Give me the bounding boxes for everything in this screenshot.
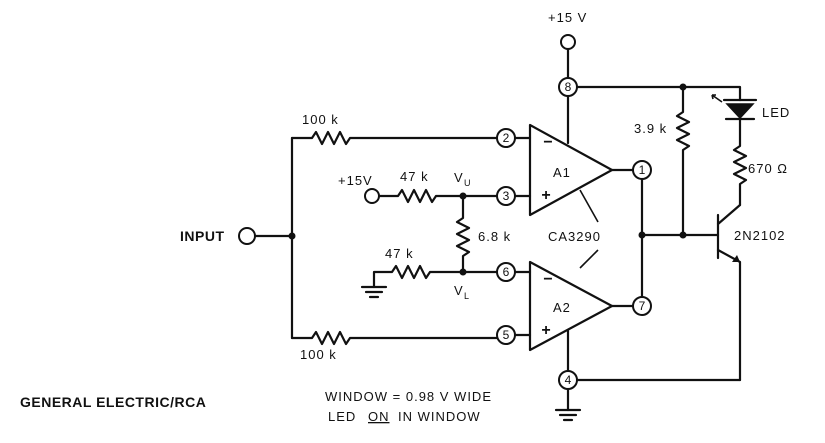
a2-plus-sign: + bbox=[541, 322, 550, 339]
transistor-emitter-arrow bbox=[732, 255, 740, 262]
resistor-vu-label: 47 k bbox=[400, 169, 429, 184]
supply-label: +15 V bbox=[548, 10, 587, 25]
resistor-divider bbox=[455, 194, 471, 274]
led-label: LED bbox=[762, 105, 790, 120]
supply-terminal bbox=[560, 34, 576, 50]
a1-label: A1 bbox=[553, 165, 571, 180]
transistor-collector bbox=[716, 203, 742, 226]
pin-3-label: 3 bbox=[503, 189, 510, 203]
resistor-led bbox=[732, 117, 748, 207]
note-line-2-led: LED bbox=[328, 409, 356, 424]
resistor-lower-label: 100 k bbox=[300, 347, 337, 362]
resistor-vl-47k bbox=[372, 264, 499, 289]
vl-label: V bbox=[454, 283, 464, 298]
led-emission-arrow bbox=[711, 94, 723, 103]
chip-leader-a1 bbox=[579, 189, 599, 223]
pin-6-label: 6 bbox=[503, 265, 510, 279]
a2-label: A2 bbox=[553, 300, 571, 315]
top-rail bbox=[575, 85, 742, 102]
chip-label: CA3290 bbox=[548, 229, 601, 244]
opamp-a2 bbox=[528, 260, 614, 352]
pin-4-label: 4 bbox=[565, 373, 572, 387]
pin-8-label: 8 bbox=[565, 80, 572, 94]
left-supply-terminal bbox=[364, 188, 380, 204]
input-terminal[interactable] bbox=[238, 227, 256, 245]
opamp-a1 bbox=[528, 123, 614, 217]
resistor-upper-label: 100 k bbox=[302, 112, 339, 127]
resistor-upper-100k bbox=[290, 130, 499, 146]
led-diode-symbol bbox=[725, 103, 755, 120]
a1-minus-sign: − bbox=[543, 134, 552, 151]
ground-symbol-left bbox=[360, 285, 388, 299]
note-line-2-rest: IN WINDOW bbox=[398, 409, 481, 424]
transistor-label: 2N2102 bbox=[734, 228, 786, 243]
a1-plus-sign: + bbox=[541, 187, 550, 204]
resistor-vu-47k bbox=[377, 188, 499, 204]
chip-leader-a2 bbox=[579, 249, 599, 269]
vu-sub-label: U bbox=[464, 178, 471, 188]
resistor-pullup bbox=[675, 85, 691, 237]
resistor-lower-100k bbox=[290, 330, 499, 346]
transistor-emitter bbox=[716, 248, 742, 382]
resistor-pullup-label: 3.9 k bbox=[634, 121, 667, 136]
resistor-led-label: 670 Ω bbox=[748, 161, 788, 176]
note-line-2-on: ON bbox=[368, 409, 390, 424]
resistor-vl-label: 47 k bbox=[385, 246, 414, 261]
source-label: GENERAL ELECTRIC/RCA bbox=[20, 394, 206, 410]
input-label: INPUT bbox=[180, 228, 225, 244]
note-line-1: WINDOW = 0.98 V WIDE bbox=[325, 389, 492, 404]
a2-minus-sign: − bbox=[543, 271, 552, 288]
vu-label: V bbox=[454, 170, 464, 185]
vl-sub-label: L bbox=[464, 291, 469, 301]
pin-2-label: 2 bbox=[503, 131, 510, 145]
left-supply-label: +15V bbox=[338, 173, 373, 188]
ground-symbol-right bbox=[554, 408, 582, 422]
pin-1-label: 1 bbox=[639, 163, 646, 177]
pin-5-label: 5 bbox=[503, 328, 510, 342]
pin-7-circle bbox=[632, 296, 652, 316]
pin-7-label: 7 bbox=[639, 299, 646, 313]
resistor-divider-label: 6.8 k bbox=[478, 229, 511, 244]
junction-base bbox=[679, 231, 687, 239]
